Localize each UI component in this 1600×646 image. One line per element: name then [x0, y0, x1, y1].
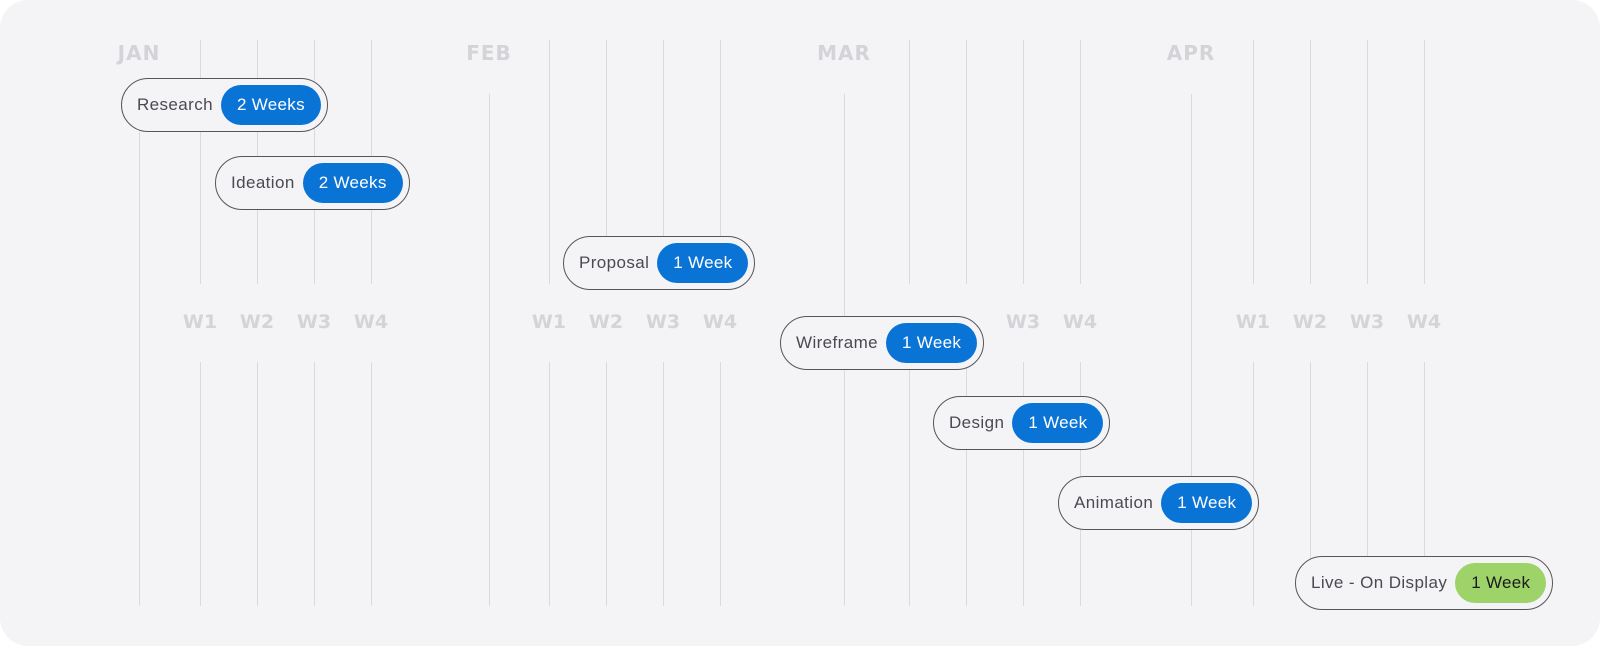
duration-badge: 1 Week [1161, 483, 1253, 523]
week-line [663, 40, 664, 284]
duration-badge: 1 Week [1455, 563, 1547, 603]
week-line [1424, 40, 1425, 284]
week-line [257, 362, 258, 606]
week-line [606, 362, 607, 606]
week-label-feb-w2: W2 [588, 311, 624, 333]
week-label-mar-w3: W3 [1005, 311, 1041, 333]
task-name: Animation [1074, 493, 1154, 512]
month-label-apr: APR [1166, 41, 1216, 65]
week-line [1253, 362, 1254, 606]
week-label-jan-w1: W1 [182, 311, 218, 333]
task-ideation[interactable]: Ideation 2 Weeks [215, 156, 410, 210]
task-wireframe[interactable]: Wireframe 1 Week [780, 316, 985, 370]
task-animation[interactable]: Animation 1 Week [1058, 476, 1260, 530]
week-label-feb-w4: W4 [702, 311, 738, 333]
week-label-apr-w1: W1 [1235, 311, 1271, 333]
week-label-feb-w1: W1 [531, 311, 567, 333]
week-line [200, 40, 201, 284]
week-line [606, 40, 607, 284]
week-line [720, 362, 721, 606]
task-name: Live - On Display [1311, 573, 1448, 592]
week-line [1424, 362, 1425, 606]
duration-badge: 2 Weeks [220, 85, 321, 125]
week-label-jan-w3: W3 [296, 311, 332, 333]
month-label-mar: MAR [817, 41, 871, 65]
week-line [909, 40, 910, 284]
month-label-jan: JAN [117, 41, 161, 65]
month-line-apr [1191, 94, 1192, 606]
duration-badge: 1 Week [886, 323, 978, 363]
task-design[interactable]: Design 1 Week [933, 396, 1111, 450]
week-line [200, 362, 201, 606]
week-line [314, 362, 315, 606]
month-line-feb [489, 94, 490, 606]
week-line [1310, 40, 1311, 284]
week-line [909, 362, 910, 606]
week-line [1253, 40, 1254, 284]
week-label-apr-w2: W2 [1292, 311, 1328, 333]
task-proposal[interactable]: Proposal 1 Week [563, 236, 756, 290]
month-label-feb: FEB [466, 41, 512, 65]
task-live-on-display[interactable]: Live - On Display 1 Week [1295, 556, 1554, 610]
duration-badge: 1 Week [657, 243, 749, 283]
week-label-apr-w4: W4 [1406, 311, 1442, 333]
week-label-feb-w3: W3 [645, 311, 681, 333]
week-line [966, 362, 967, 606]
week-line [1023, 40, 1024, 284]
week-line [549, 40, 550, 284]
task-name: Research [137, 95, 213, 114]
week-line [966, 40, 967, 284]
week-label-mar-w4: W4 [1062, 311, 1098, 333]
week-line [1367, 40, 1368, 284]
task-research[interactable]: Research 2 Weeks [121, 78, 328, 132]
task-name: Proposal [579, 253, 650, 272]
duration-badge: 2 Weeks [302, 163, 403, 203]
week-label-apr-w3: W3 [1349, 311, 1385, 333]
week-line [1367, 362, 1368, 606]
week-line [1023, 362, 1024, 606]
week-line [549, 362, 550, 606]
week-label-jan-w2: W2 [239, 311, 275, 333]
task-name: Ideation [231, 173, 295, 192]
week-line [371, 362, 372, 606]
task-name: Design [949, 413, 1005, 432]
week-line [663, 362, 664, 606]
week-line [720, 40, 721, 284]
week-line [1310, 362, 1311, 606]
month-line-jan [139, 132, 140, 606]
task-name: Wireframe [796, 333, 878, 352]
week-line [1080, 40, 1081, 284]
duration-badge: 1 Week [1012, 403, 1104, 443]
week-label-jan-w4: W4 [353, 311, 389, 333]
